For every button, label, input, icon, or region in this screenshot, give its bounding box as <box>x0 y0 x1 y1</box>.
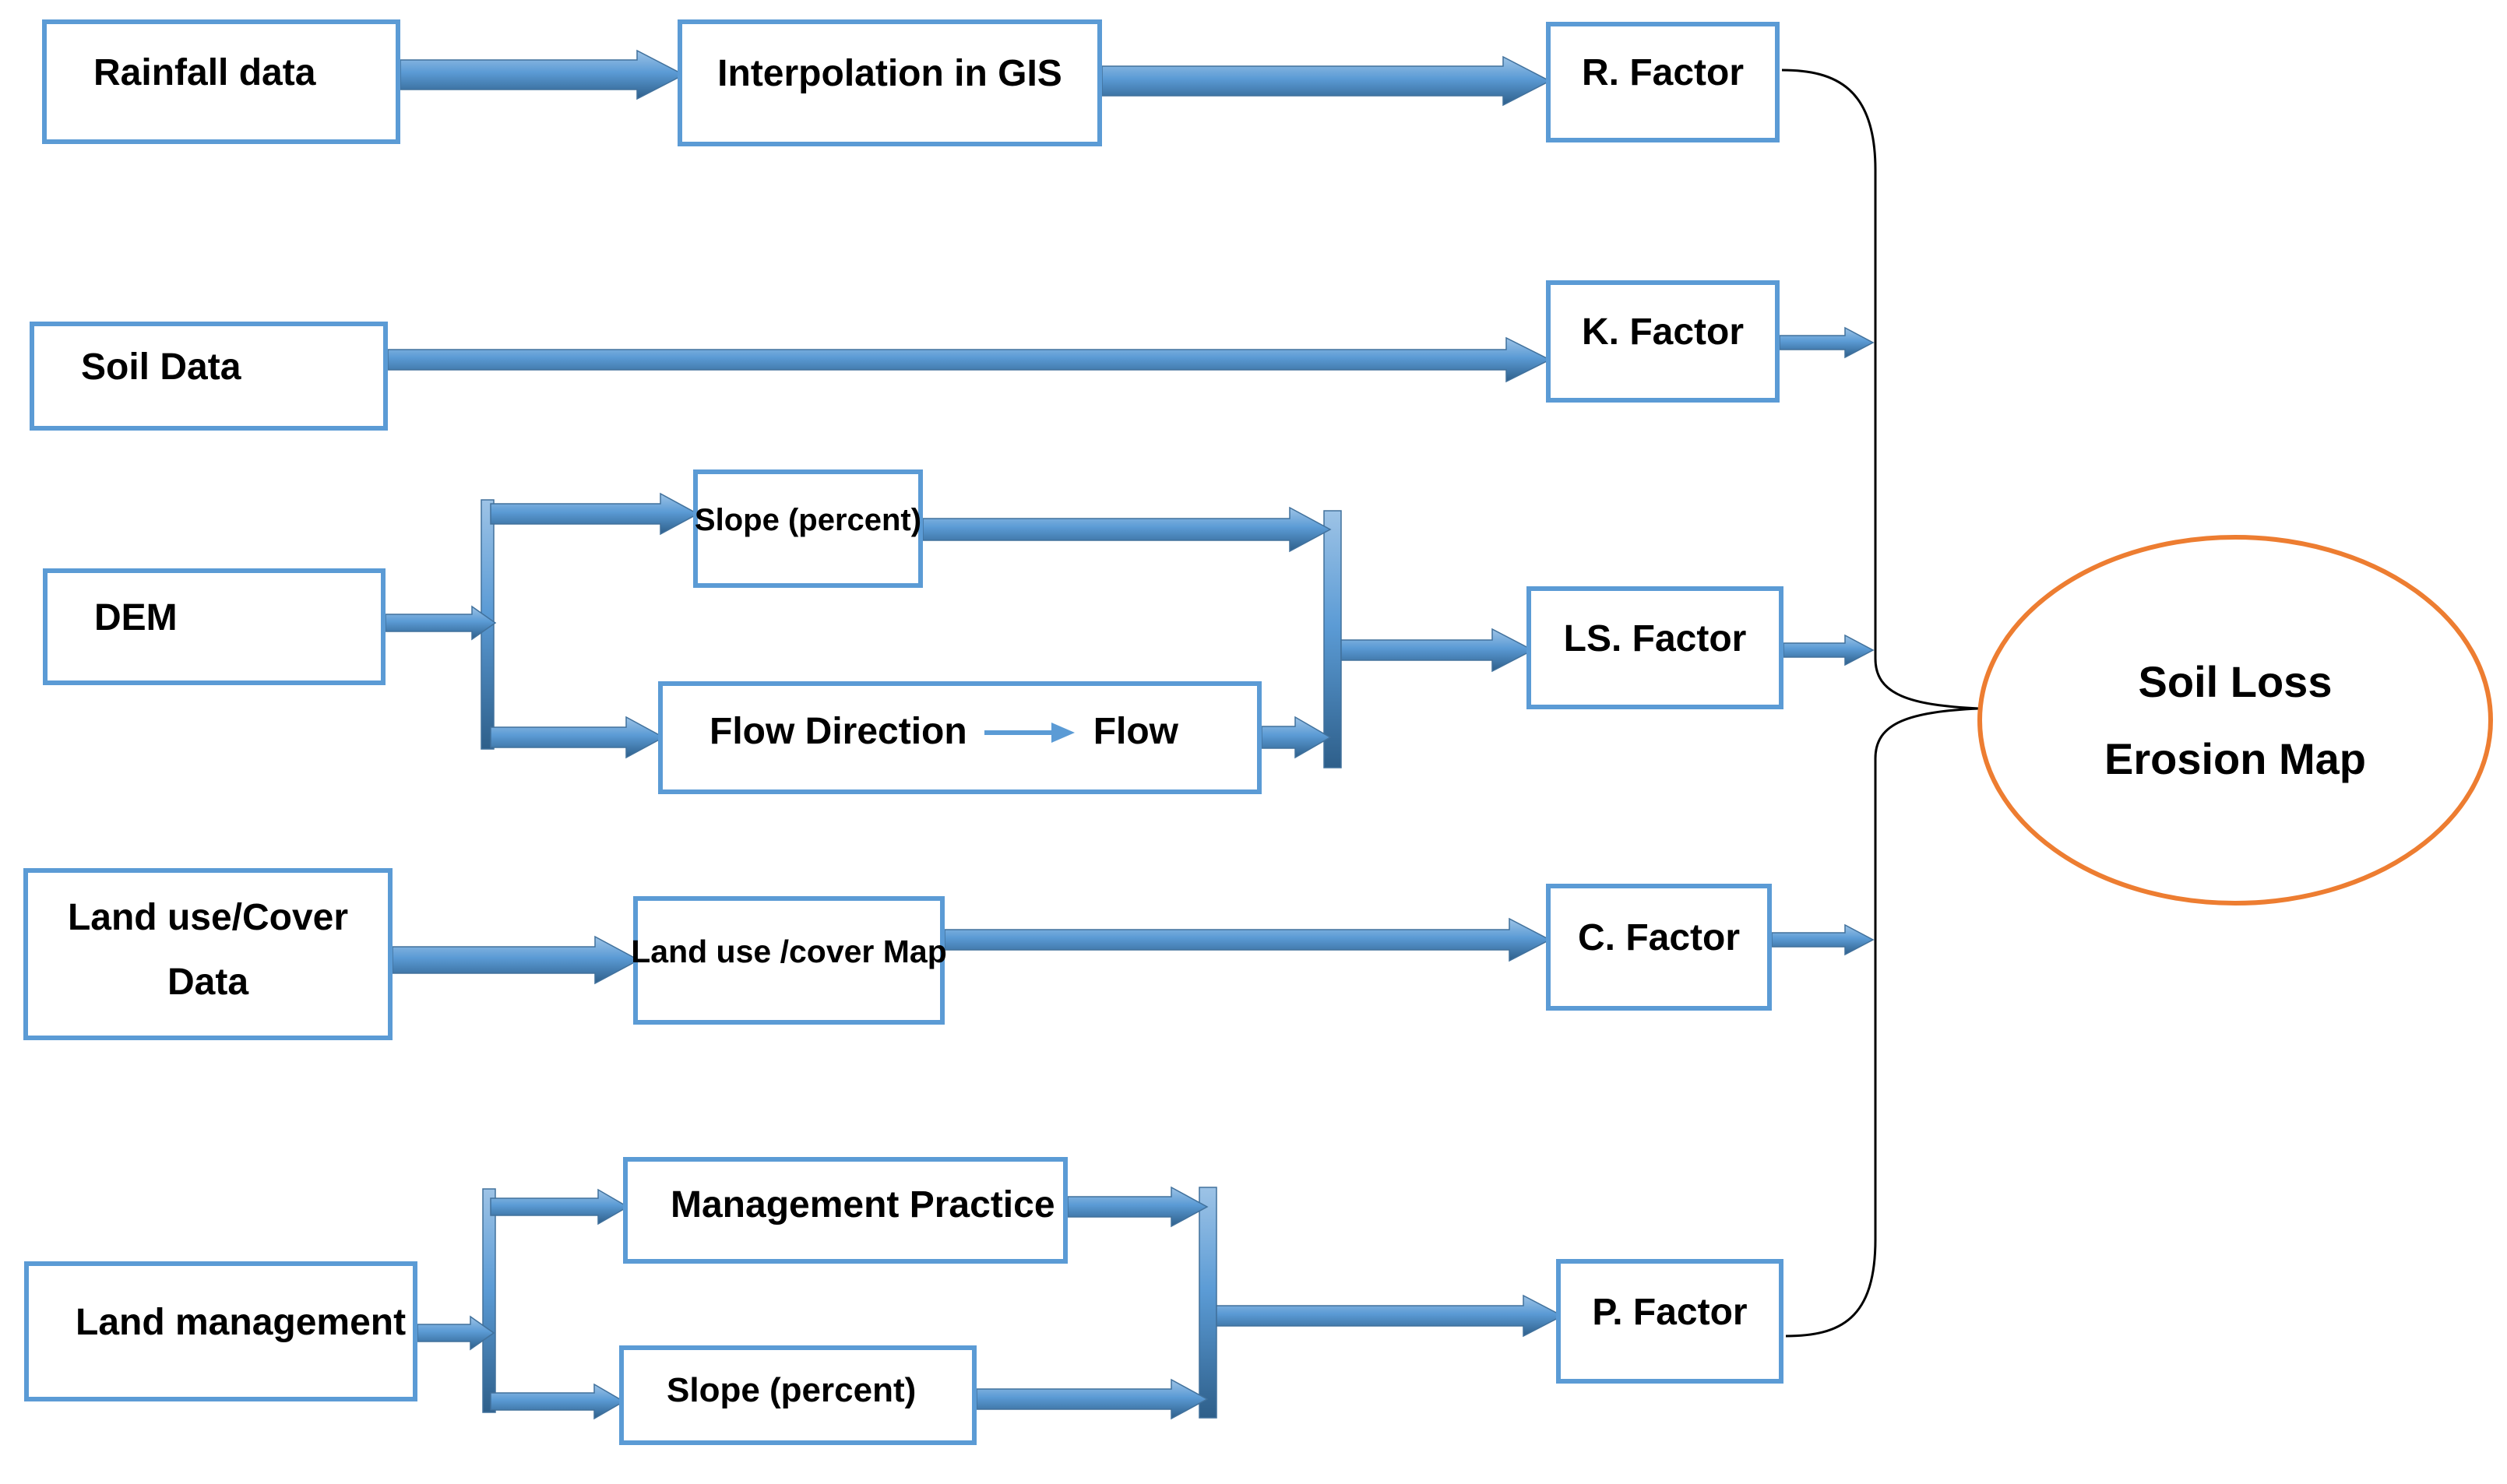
arrow-k-factor-to-brace <box>1779 326 1875 359</box>
output-ellipse-label: Soil Loss Erosion Map <box>1982 627 2488 814</box>
node-land-use-cover-map: Land use /cover Map <box>631 896 947 1025</box>
node-soil-data-label: Soil Data <box>81 346 241 388</box>
node-land-use-cover-line2: Data <box>167 961 249 1003</box>
node-management-practice: Management Practice <box>623 1157 1068 1264</box>
arrow-landmgmt-to-branch <box>417 1315 495 1351</box>
arrow-slope-dem-to-merge <box>922 506 1332 553</box>
node-k-factor-label: K. Factor <box>1581 311 1745 353</box>
arrow-soil-to-k-factor <box>387 336 1551 383</box>
node-interpolation-in-gis-label: Interpolation in GIS <box>717 53 1062 95</box>
node-land-use-cover-map-label: Land use /cover Map <box>631 933 947 969</box>
node-c-factor-label: C. Factor <box>1577 917 1741 959</box>
node-land-management-label: Land management <box>76 1301 407 1343</box>
node-ls-factor-label: LS. Factor <box>1563 617 1747 659</box>
merge-bar-p <box>1199 1187 1217 1419</box>
arrow-branch-to-flow-direction <box>490 716 665 759</box>
node-dem-label: DEM <box>94 596 178 638</box>
flow-inner-arrow-icon <box>984 722 1075 743</box>
node-r-factor: R. Factor <box>1546 22 1780 142</box>
arrow-c-factor-to-brace <box>1771 923 1875 956</box>
arrow-landuse-to-map <box>392 935 640 985</box>
node-slope-percent-dem: Slope (percent) <box>693 469 923 588</box>
arrow-dem-to-branch <box>385 605 497 641</box>
output-ellipse <box>1977 535 2493 906</box>
node-p-factor: P. Factor <box>1556 1259 1783 1384</box>
output-label-line1: Soil Loss <box>2138 657 2333 706</box>
arrow-map-to-c-factor <box>944 917 1551 962</box>
node-soil-data: Soil Data <box>30 322 388 431</box>
brace-bottom-curve <box>1785 707 1981 1338</box>
node-land-management: Land management <box>24 1261 417 1401</box>
node-c-factor: C. Factor <box>1546 884 1772 1011</box>
arrow-mgmt-practice-to-merge <box>1067 1186 1209 1228</box>
node-r-factor-label: R. Factor <box>1581 52 1745 94</box>
merge-bar-ls <box>1323 510 1342 768</box>
arrow-slope-lm-to-merge <box>976 1378 1209 1420</box>
arrow-ls-factor-to-brace <box>1783 634 1875 666</box>
arrow-branch-to-slope-lm <box>490 1383 625 1420</box>
node-dem: DEM <box>43 568 386 685</box>
branch-bar-landmgmt <box>482 1188 496 1413</box>
node-slope-percent-dem-label: Slope (percent) <box>694 503 922 537</box>
arrow-flow-to-merge <box>1261 716 1332 759</box>
node-ls-factor: LS. Factor <box>1526 586 1783 709</box>
node-k-factor: K. Factor <box>1546 280 1780 403</box>
node-slope-percent-lm-label: Slope (percent) <box>667 1370 917 1409</box>
arrow-merge-to-ls-factor <box>1340 628 1534 673</box>
node-flow-direction-label: Flow Direction <box>709 711 967 753</box>
node-rainfall-data-label: Rainfall data <box>93 51 316 93</box>
arrow-rainfall-to-interpolation <box>400 49 685 100</box>
arrow-branch-to-slope-dem <box>490 492 699 536</box>
node-p-factor-label: P. Factor <box>1592 1291 1748 1333</box>
node-interpolation-in-gis: Interpolation in GIS <box>678 19 1102 146</box>
node-flow-label: Flow <box>1093 711 1178 753</box>
brace-top-curve <box>1781 69 1981 710</box>
node-management-practice-label: Management Practice <box>671 1184 1055 1226</box>
node-slope-percent-lm: Slope (percent) <box>619 1345 977 1445</box>
arrow-merge-to-p-factor <box>1216 1294 1564 1338</box>
arrow-interpolation-to-r-factor <box>1101 55 1551 107</box>
node-flow-direction: Flow Direction Flow <box>658 681 1262 794</box>
node-land-use-cover-data: Land use/Cover Data <box>23 868 393 1040</box>
output-label-line2: Erosion Map <box>2104 734 2367 783</box>
node-land-use-cover-line1: Land use/Cover <box>67 896 349 938</box>
node-rainfall-data: Rainfall data <box>42 19 400 144</box>
arrow-branch-to-mgmt-practice <box>490 1188 629 1226</box>
